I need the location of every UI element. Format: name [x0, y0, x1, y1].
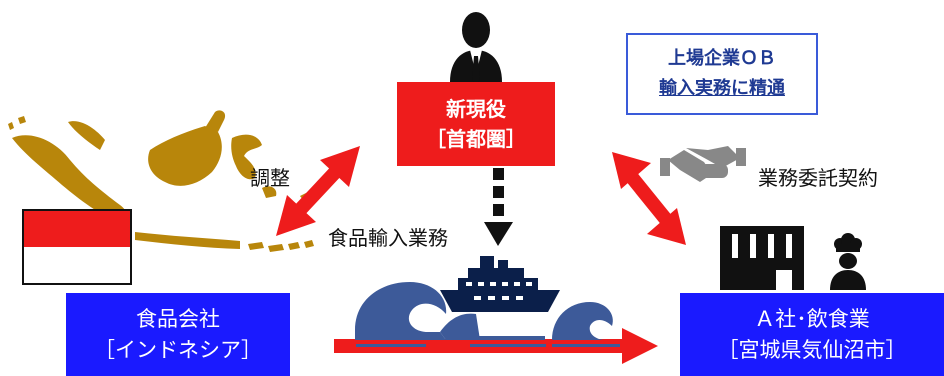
arrow-import	[484, 168, 513, 246]
restaurant-company-name: Ａ社･飲食業	[754, 306, 870, 331]
new-active-region: ［首都圏］	[426, 127, 526, 151]
arrow-adjust	[276, 146, 360, 236]
indonesia-map	[8, 110, 318, 252]
new-active-box: 新現役 ［首都圏］	[397, 82, 555, 166]
arrow-contract	[612, 152, 686, 245]
new-active-title: 新現役	[446, 97, 506, 121]
restaurant-company-box: Ａ社･飲食業 ［宮城県気仙沼市］	[680, 293, 944, 376]
restaurant-company-region: ［宮城県気仙沼市］	[717, 337, 907, 362]
flag-red-stripe	[24, 211, 130, 247]
food-company-name: 食品会社	[136, 306, 220, 331]
food-company-box: 食品会社 ［インドネシア］	[66, 293, 290, 376]
indonesia-flag	[22, 209, 132, 285]
ob-expertise: 輸入実務に精通	[659, 78, 785, 99]
wave-icon	[355, 282, 620, 347]
contract-label: 業務委託契約	[758, 166, 878, 190]
ob-title: 上場企業ＯＢ	[668, 48, 776, 69]
import-work-label: 食品輸入業務	[328, 226, 448, 250]
adjust-label: 調整	[250, 166, 290, 190]
handshake-icon	[660, 146, 746, 182]
storefront-icon	[720, 226, 804, 290]
chef-icon	[830, 233, 866, 290]
businessman-icon	[450, 12, 502, 84]
ship-icon	[440, 256, 560, 312]
ob-info-box: 上場企業ＯＢ 輸入実務に精通	[626, 33, 818, 115]
food-company-region: ［インドネシア］	[94, 337, 262, 362]
